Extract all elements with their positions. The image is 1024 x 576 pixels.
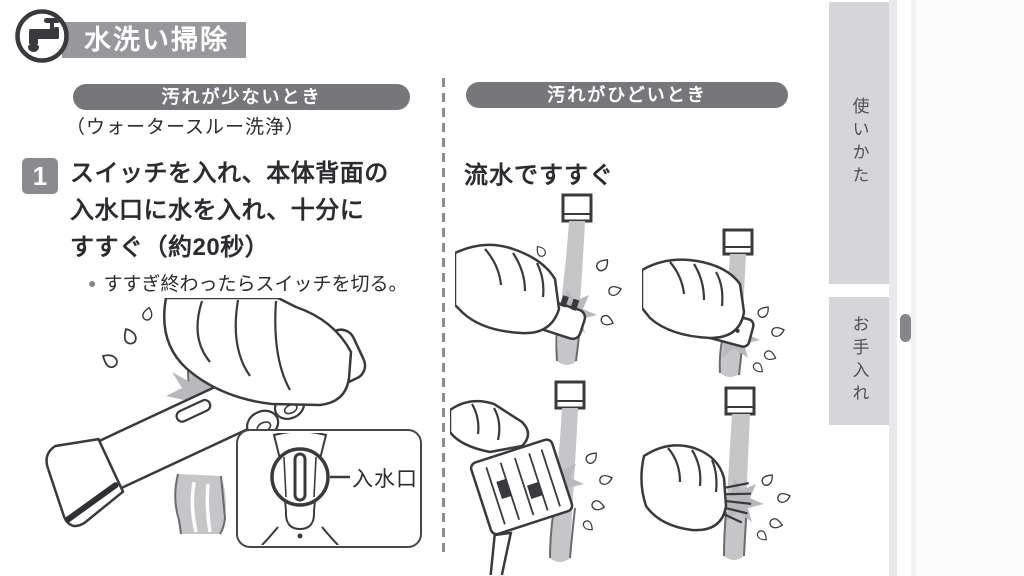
note-text: すすぎ終わったらスイッチを切る。 [103,274,408,295]
rinse-flat-panel-illustration [642,228,785,377]
sidebar-tab-usage-label: 使いかた [849,97,869,189]
heavy-soil-header-label: 汚れがひどいとき [547,85,707,105]
bullet-icon: ● [88,274,97,291]
inlet-callout-label: 入水口 [352,468,418,491]
step-1-line2: 入水口に水を入れ、十分に [70,197,365,224]
rinse-open-body-illustration [450,380,613,575]
light-soil-header-label: 汚れが少ないとき [161,87,322,107]
heavy-soil-header: 汚れがひどいとき [466,82,788,108]
sidebar-tab-care[interactable]: お手入れ [829,297,889,425]
adjacent-page [916,0,1024,576]
section-title-bar: 水洗い掃除 [62,22,246,58]
page-separator [911,0,916,576]
rinse-brush-attachment-illustration [640,386,791,560]
step-1-line3: すすぐ（約20秒） [70,234,270,261]
inlet-callout: 入水口 [236,429,422,548]
rinse-trimmer-head-illustration [455,193,622,365]
scrollbar-thumb[interactable] [900,314,911,342]
sidebar-tab-usage[interactable]: 使いかた [829,2,889,284]
sidebar-tab-care-label: お手入れ [849,315,869,407]
step-1-note: ● すすぎ終わったらスイッチを切る。 [88,269,407,296]
page-edge-shadow [889,0,897,576]
step-1-text: スイッチを入れ、本体背面の 入水口に水を入れ、十分に すすぐ（約20秒） [70,155,440,266]
column-divider [442,78,445,558]
step-1-badge: 1 [22,158,58,194]
faucet-icon [14,8,70,64]
light-soil-header: 汚れが少ないとき [73,84,410,110]
step-1-line1: スイッチを入れ、本体背面の [70,160,389,187]
subtitle: （ウォータースルー洗浄） [66,117,306,138]
page-title: 水洗い掃除 [84,25,229,55]
rinse-body-under-tap-illustration [45,298,367,535]
rinse-instruction: 流水ですすぐ [464,162,614,189]
